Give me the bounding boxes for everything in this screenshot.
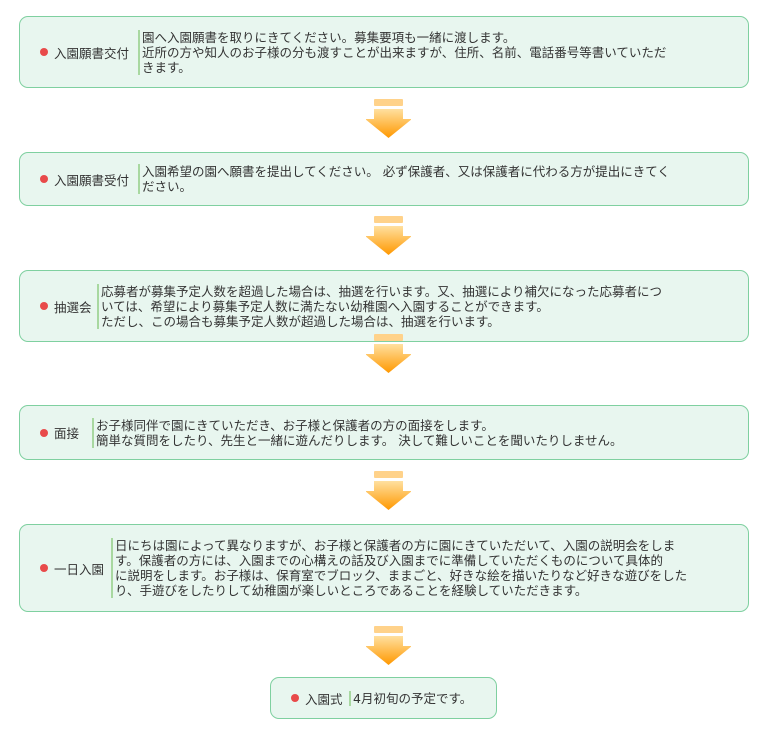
description-line: 入園希望の園へ願書を提出してください。 必ず保護者、又は保護者に代わる方が提出に… bbox=[142, 164, 670, 179]
down-arrow-icon bbox=[366, 99, 411, 138]
bullet-icon bbox=[40, 48, 48, 56]
description-line: いては、希望により募集予定人数に満たない幼稚園へ入園することができます。 bbox=[101, 298, 549, 314]
step-description: お子様同伴で園にきていただき、お子様と保護者の方の面接をします。簡単な質問をした… bbox=[92, 417, 748, 448]
step-label: 一日入園 bbox=[20, 559, 111, 578]
step-description: 日にちは園によって異なりますが、お子様と保護者の方に園にきていただいて、入園の説… bbox=[111, 538, 748, 598]
bullet-icon bbox=[291, 694, 299, 702]
description-line: 園へ入園願書を取りにきてください。募集要項も一緒に渡します。 bbox=[142, 29, 516, 45]
description-line: ただし、この場合も募集予定人数が超過した場合は、抽選を行います。 bbox=[101, 313, 500, 329]
bullet-icon bbox=[40, 175, 48, 183]
description-line: ださい。 bbox=[142, 179, 193, 194]
step-description: 園へ入園願書を取りにきてください。募集要項も一緒に渡します。近所の方や知人のお子… bbox=[138, 29, 748, 75]
description-line: 簡単な質問をしたり、先生と一緒に遊んだりします。 決して難しいことを聞いたりしま… bbox=[96, 432, 623, 448]
step-box: 一日入園日にちは園によって異なりますが、お子様と保護者の方に園にきていただいて、… bbox=[19, 524, 749, 612]
description-line: 日にちは園によって異なりますが、お子様と保護者の方に園にきていただいて、入園の説… bbox=[115, 538, 676, 553]
description-line: 4月初旬の予定です。 bbox=[353, 690, 473, 706]
step-description: 応募者が募集予定人数を超過した場合は、抽選を行います。又、抽選により補欠になった… bbox=[97, 283, 748, 329]
step-label: 面接 bbox=[20, 423, 92, 442]
description-line: り、手遊びをしたりして幼稚園が楽しいところであることを経験していただきます。 bbox=[115, 583, 588, 598]
step-label-text: 抽選会 bbox=[54, 299, 92, 315]
bullet-icon bbox=[40, 428, 48, 437]
description-line: 応募者が募集予定人数を超過した場合は、抽選を行います。又、抽選により補欠になった… bbox=[101, 283, 663, 299]
down-arrow-icon bbox=[366, 334, 411, 373]
step-label: 入園願書交付 bbox=[20, 43, 138, 62]
description-line: 近所の方や知人のお子様の分も渡すことが出来ますが、住所、名前、電話番号等書いてい… bbox=[142, 44, 667, 60]
step-label-text: 入園願書受付 bbox=[54, 172, 130, 188]
step-label: 入園願書受付 bbox=[20, 170, 138, 189]
step-box: 入園願書交付園へ入園願書を取りにきてください。募集要項も一緒に渡します。近所の方… bbox=[19, 16, 749, 88]
step-box: 入園式 4月初旬の予定です。 bbox=[270, 677, 497, 719]
step-description: 入園希望の園へ願書を提出してください。 必ず保護者、又は保護者に代わる方が提出に… bbox=[138, 164, 748, 194]
step-label-text: 面接 bbox=[54, 426, 80, 441]
description-line: お子様同伴で園にきていただき、お子様と保護者の方の面接をします。 bbox=[96, 417, 494, 433]
step-label-text: 一日入園 bbox=[54, 561, 105, 577]
description-line: に説明をします。お子様は、保育室でブロック、ままごと、好きな絵を描いたりなど好き… bbox=[115, 568, 688, 583]
down-arrow-icon bbox=[366, 471, 411, 510]
description-line: きます。 bbox=[142, 59, 191, 75]
description-line: す。保護者の方には、入園までの心構えの話及び入園までに準備していただくものについ… bbox=[115, 553, 664, 568]
step-box: 面接お子様同伴で園にきていただき、お子様と保護者の方の面接をします。簡単な質問を… bbox=[19, 405, 749, 460]
step-label-text: 入園式 bbox=[305, 691, 343, 707]
bullet-icon bbox=[40, 302, 48, 310]
down-arrow-icon bbox=[366, 626, 411, 665]
bullet-icon bbox=[40, 564, 48, 572]
step-label: 入園式 bbox=[271, 689, 349, 708]
down-arrow-icon bbox=[366, 216, 411, 255]
step-box: 入園願書受付入園希望の園へ願書を提出してください。 必ず保護者、又は保護者に代わ… bbox=[19, 152, 749, 206]
step-description: 4月初旬の予定です。 bbox=[349, 690, 496, 706]
step-label-text: 入園願書交付 bbox=[54, 45, 130, 61]
step-box: 抽選会応募者が募集予定人数を超過した場合は、抽選を行います。又、抽選により補欠に… bbox=[19, 270, 749, 342]
step-label: 抽選会 bbox=[20, 297, 97, 316]
